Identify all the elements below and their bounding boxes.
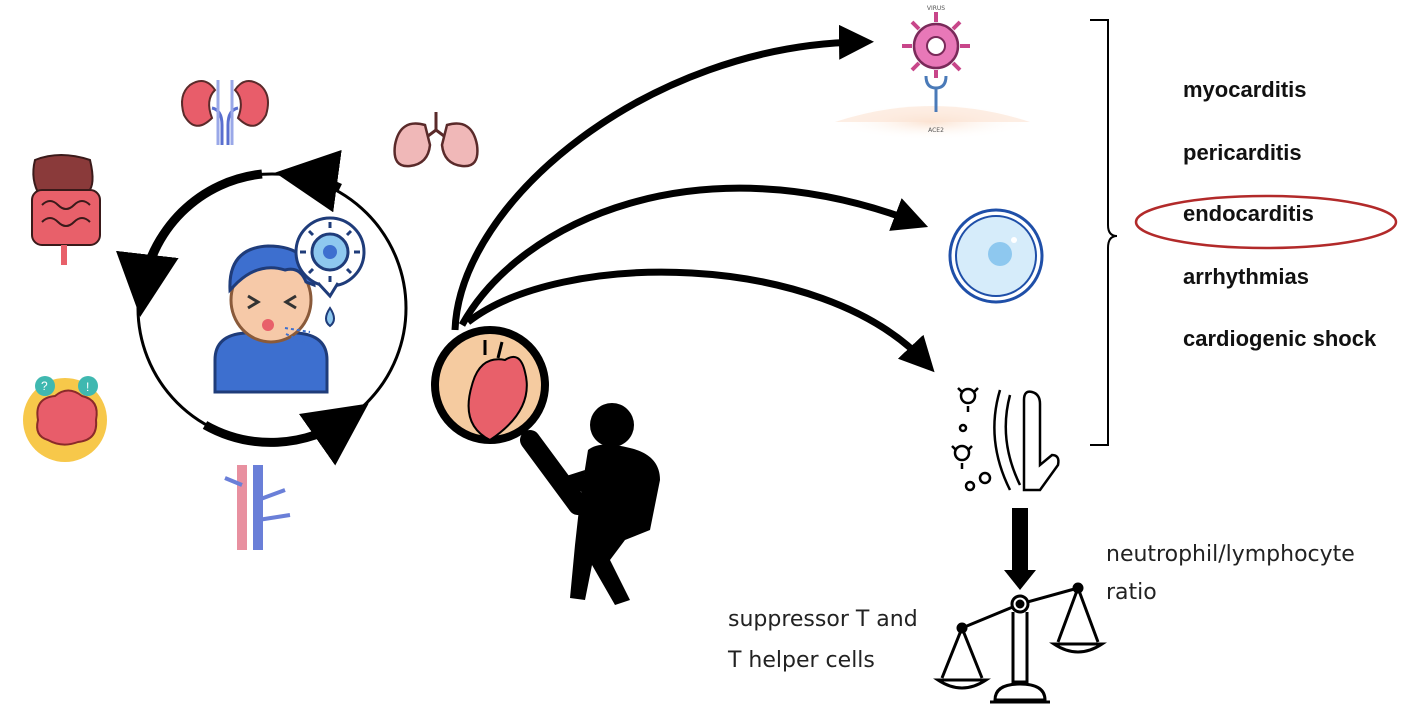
lungs-icon	[393, 112, 479, 168]
virus-bubble-icon	[294, 216, 366, 328]
blood-vessels-icon	[224, 465, 291, 550]
t-cells-label-line2: T helper cells	[728, 648, 875, 673]
cell-icon	[948, 208, 1044, 304]
svg-text:!: !	[86, 380, 89, 394]
condition-endocarditis: endocarditis	[1183, 201, 1314, 226]
virus-ace2-icon	[832, 12, 1032, 140]
brain-icon: ? !	[23, 376, 107, 462]
ace2-label: ACE2	[928, 127, 944, 134]
infection-cycle	[116, 149, 408, 466]
condition-arrhythmias: arrhythmias	[1183, 264, 1309, 289]
svg-text:?: ?	[41, 379, 48, 393]
cycle-arrow-top	[275, 149, 342, 213]
sick-person-icon	[213, 244, 329, 394]
immune-defense-icon	[951, 387, 1060, 492]
nl-ratio-label-line2: ratio	[1106, 580, 1157, 605]
down-arrow	[1004, 508, 1036, 590]
kidneys-icon	[181, 80, 269, 145]
condition-cardiogenic-shock: cardiogenic shock	[1183, 326, 1377, 351]
arrow-to-cell	[458, 184, 929, 327]
highlight-ellipse	[1134, 194, 1398, 250]
t-cells-label-line1: suppressor T and	[728, 607, 918, 632]
arrow-to-virus	[451, 24, 874, 331]
curved-arrows	[451, 24, 935, 373]
intestines-icon	[31, 154, 101, 265]
balance-scale-icon	[933, 582, 1107, 704]
arrow-to-immune	[465, 268, 935, 373]
nl-ratio-label-line1: neutrophil/lymphocyte	[1106, 542, 1355, 567]
condition-pericarditis: pericarditis	[1183, 140, 1302, 165]
conditions-bracket	[1090, 19, 1118, 446]
investigator-silhouette-icon	[548, 403, 660, 605]
cycle-arrow-bottom	[202, 403, 369, 466]
virus-label: VIRUS	[927, 5, 945, 12]
condition-myocarditis: myocarditis	[1183, 77, 1307, 102]
cycle-arrow-left	[116, 169, 263, 318]
